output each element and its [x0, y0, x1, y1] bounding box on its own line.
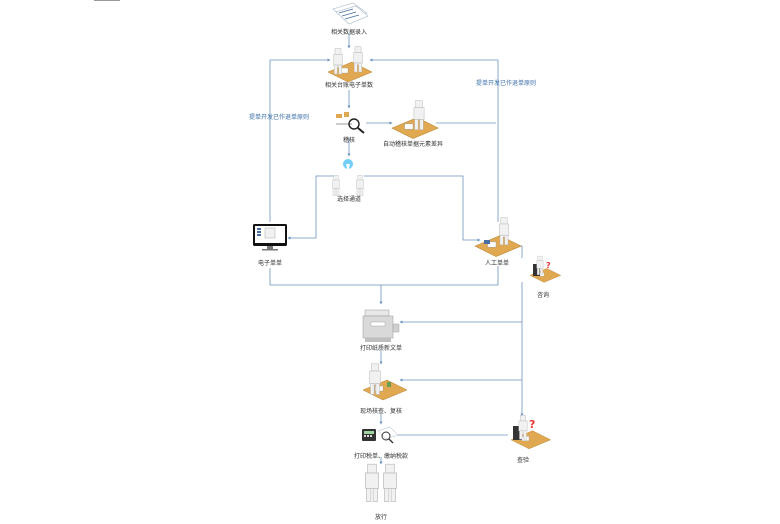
label-data-import: 相关数据录入	[330, 29, 368, 36]
printer-icon	[362, 309, 400, 342]
idea-people-icon	[332, 159, 364, 196]
calculator-icon	[362, 426, 399, 444]
desk-workers-icon	[327, 46, 373, 83]
label-release: 放行	[374, 514, 388, 521]
label-inspect: 稽核	[342, 137, 356, 144]
desk-worker-icon-onsite	[362, 363, 408, 401]
label-onsite: 现场核查、复核	[359, 408, 403, 415]
label-review: 查验	[516, 457, 530, 464]
label-consult: 咨询	[536, 292, 550, 299]
people-icon	[365, 463, 397, 502]
label-e-form: 电子单单	[257, 260, 283, 267]
question-worker-icon-review: ?	[510, 415, 551, 450]
svg-text:?: ?	[546, 261, 551, 270]
svg-text:?: ?	[529, 418, 535, 431]
edge-channel-to-eform	[287, 175, 334, 240]
question-worker-icon-consult: ?	[529, 255, 561, 283]
top-left-mark	[94, 0, 120, 3]
edge-label-left-return: 提单开发已作退单原则	[249, 114, 310, 121]
monitor-icon	[253, 224, 287, 251]
documents-icon	[332, 2, 369, 25]
edge-channel-to-manual	[364, 175, 481, 242]
label-manual: 人工单单	[484, 260, 510, 267]
label-print: 打印纸质新文单	[359, 345, 403, 352]
edge-right-return	[369, 58, 499, 222]
magnifier-icon	[336, 112, 365, 134]
edge-left-return	[269, 58, 331, 222]
label-choose-channel: 选择通道	[336, 196, 362, 203]
label-auto-verify: 自动稽核单据元素差异	[382, 141, 444, 148]
desk-worker-icon-manual	[474, 217, 522, 257]
desk-worker-icon-auto	[391, 100, 439, 139]
edge-join	[269, 266, 499, 286]
label-print-tax: 打印税单、缴纳税款	[353, 453, 409, 460]
connectors	[269, 33, 524, 465]
label-e-ledger: 相关台账电子单数	[324, 82, 374, 89]
edge-label-right-return: 提单开发已作退单原则	[476, 80, 537, 87]
